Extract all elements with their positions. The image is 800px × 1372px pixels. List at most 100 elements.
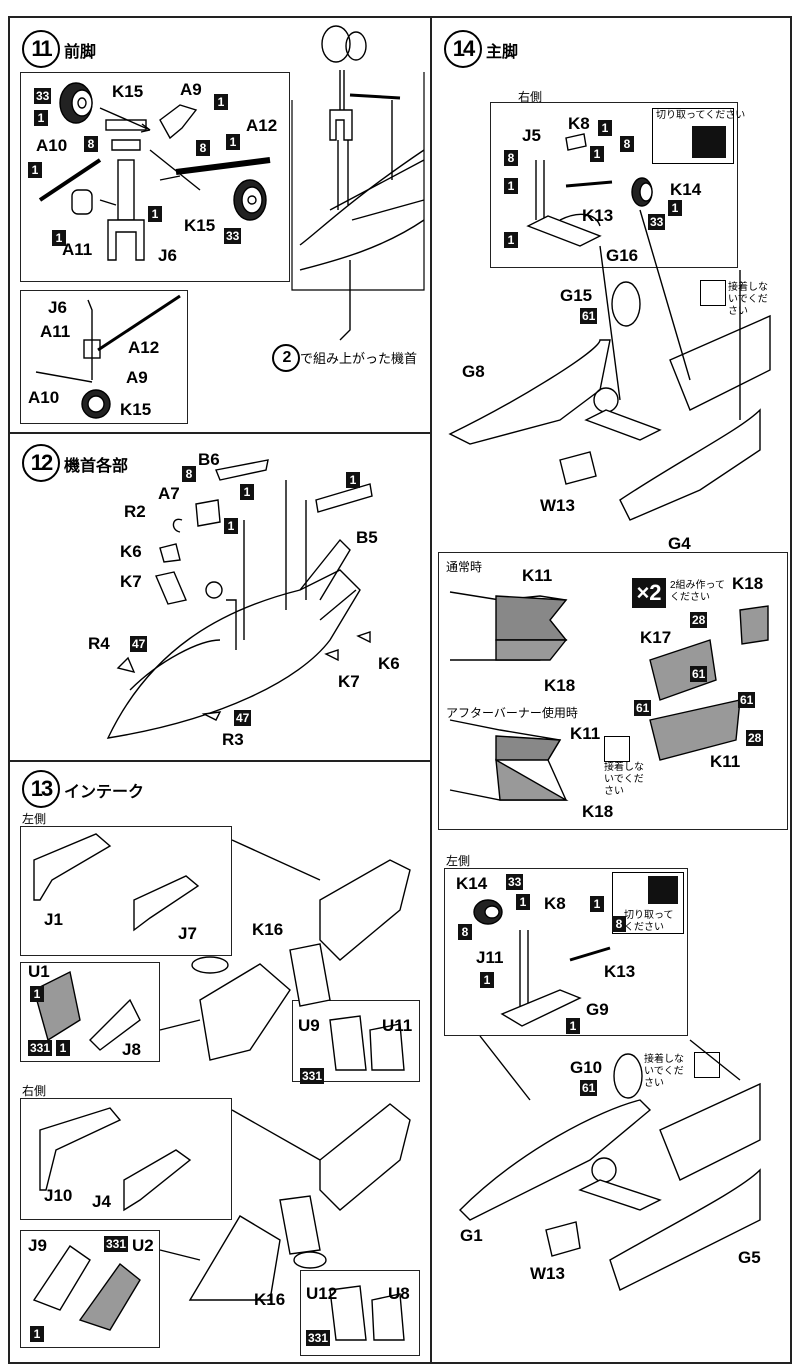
step-14-panel bbox=[430, 16, 792, 1364]
paint-code: 1 bbox=[668, 200, 682, 216]
paint-code: 331 bbox=[104, 1236, 129, 1252]
state-label: 通常時 bbox=[446, 560, 483, 574]
part-label: K16 bbox=[254, 1290, 286, 1309]
paint-code: 1 bbox=[480, 972, 494, 988]
part-label: G8 bbox=[462, 362, 485, 381]
part-label: R4 bbox=[88, 634, 110, 653]
step-title: 機首各部 bbox=[64, 458, 129, 475]
quantity-badge: ×2 bbox=[632, 578, 666, 608]
part-label: A9 bbox=[180, 80, 202, 99]
paint-code: 8 bbox=[84, 136, 98, 152]
step-title: 主脚 bbox=[486, 44, 519, 61]
part-label: G15 bbox=[560, 286, 593, 305]
part-label: J1 bbox=[44, 910, 63, 929]
part-label: G10 bbox=[570, 1058, 603, 1077]
paint-code: 61 bbox=[634, 700, 652, 716]
paint-code: 1 bbox=[28, 162, 42, 178]
paint-code: 1 bbox=[590, 146, 604, 162]
paint-code: 331 bbox=[28, 1040, 53, 1056]
part-label: A11 bbox=[62, 240, 93, 259]
part-label: J8 bbox=[122, 1040, 141, 1059]
part-label: J4 bbox=[92, 1192, 111, 1211]
slash-mark-icon bbox=[692, 126, 726, 158]
paint-code: 1 bbox=[56, 1040, 70, 1056]
paint-code: 28 bbox=[690, 612, 708, 628]
intake-left-box-a bbox=[20, 826, 232, 956]
paint-code: 61 bbox=[690, 666, 708, 682]
reference-note: で組み上がった機首 bbox=[300, 351, 418, 366]
paint-code: 1 bbox=[52, 230, 66, 246]
reference-step-number: 2 bbox=[272, 344, 300, 372]
paint-code: 1 bbox=[240, 484, 254, 500]
no-glue-icon bbox=[700, 280, 726, 306]
paint-code: 1 bbox=[504, 178, 518, 194]
paint-code: 1 bbox=[30, 1326, 44, 1342]
paint-code: 61 bbox=[580, 308, 598, 324]
step-number: 12 bbox=[22, 444, 60, 482]
step-title: インテーク bbox=[64, 784, 145, 801]
part-label: G16 bbox=[606, 246, 639, 265]
paint-code: 1 bbox=[590, 896, 604, 912]
paint-code: 33 bbox=[224, 228, 242, 244]
part-label: J9 bbox=[28, 1236, 47, 1255]
detail-label: K15 bbox=[120, 400, 152, 419]
paint-code: 1 bbox=[566, 1018, 580, 1034]
side-label: 右側 bbox=[518, 90, 543, 104]
paint-code: 33 bbox=[648, 214, 666, 230]
paint-code: 8 bbox=[458, 924, 472, 940]
part-label: W13 bbox=[530, 1264, 565, 1283]
part-label: K14 bbox=[456, 874, 488, 893]
paint-code: 1 bbox=[346, 472, 360, 488]
part-label: K18 bbox=[544, 676, 576, 695]
part-label: K14 bbox=[670, 180, 702, 199]
part-label: G4 bbox=[668, 534, 691, 553]
part-label: K13 bbox=[604, 962, 636, 981]
paint-code: 1 bbox=[504, 232, 518, 248]
part-label: U8 bbox=[388, 1284, 410, 1303]
paint-code: 1 bbox=[224, 518, 238, 534]
part-label: K6 bbox=[378, 654, 400, 673]
no-glue-note: 接着しないでください bbox=[604, 762, 644, 797]
part-label: K8 bbox=[544, 894, 566, 913]
step-number: 14 bbox=[444, 30, 482, 68]
step-number: 11 bbox=[22, 30, 60, 68]
part-label: K7 bbox=[120, 572, 142, 591]
slash-mark-icon bbox=[648, 876, 678, 904]
side-label: 右側 bbox=[22, 1084, 47, 1098]
no-glue-note: 接着しないでください bbox=[728, 282, 768, 317]
part-label: U1 bbox=[28, 962, 50, 981]
part-label: U11 bbox=[382, 1016, 413, 1035]
part-label: K6 bbox=[120, 542, 142, 561]
part-label: G5 bbox=[738, 1248, 761, 1267]
side-label: 左側 bbox=[446, 854, 471, 868]
quantity-note: 2組み作ってください bbox=[670, 580, 726, 603]
paint-code: 8 bbox=[620, 136, 634, 152]
paint-code: 8 bbox=[196, 140, 210, 156]
part-label: K18 bbox=[732, 574, 764, 593]
part-label: U9 bbox=[298, 1016, 320, 1035]
part-label: A10 bbox=[36, 136, 68, 155]
paint-code: 47 bbox=[234, 710, 252, 726]
part-label: A7 bbox=[158, 484, 180, 503]
no-glue-note: 接着しないでください bbox=[644, 1054, 684, 1089]
part-label: K17 bbox=[640, 628, 672, 647]
part-label: J6 bbox=[158, 246, 177, 265]
part-label: K8 bbox=[568, 114, 590, 133]
paint-code: 33 bbox=[506, 874, 524, 890]
part-label: K7 bbox=[338, 672, 360, 691]
part-label: K11 bbox=[570, 724, 601, 743]
state-label: アフターバーナー使用時 bbox=[446, 706, 578, 720]
part-label: R3 bbox=[222, 730, 244, 749]
paint-code: 331 bbox=[306, 1330, 331, 1346]
paint-code: 61 bbox=[738, 692, 756, 708]
part-label: G9 bbox=[586, 1000, 609, 1019]
part-label: J5 bbox=[522, 126, 541, 145]
part-label: K11 bbox=[522, 566, 553, 585]
part-label: U2 bbox=[132, 1236, 154, 1255]
detail-label: A11 bbox=[40, 322, 71, 341]
detail-label: J6 bbox=[48, 298, 67, 317]
paint-code: 33 bbox=[34, 88, 52, 104]
